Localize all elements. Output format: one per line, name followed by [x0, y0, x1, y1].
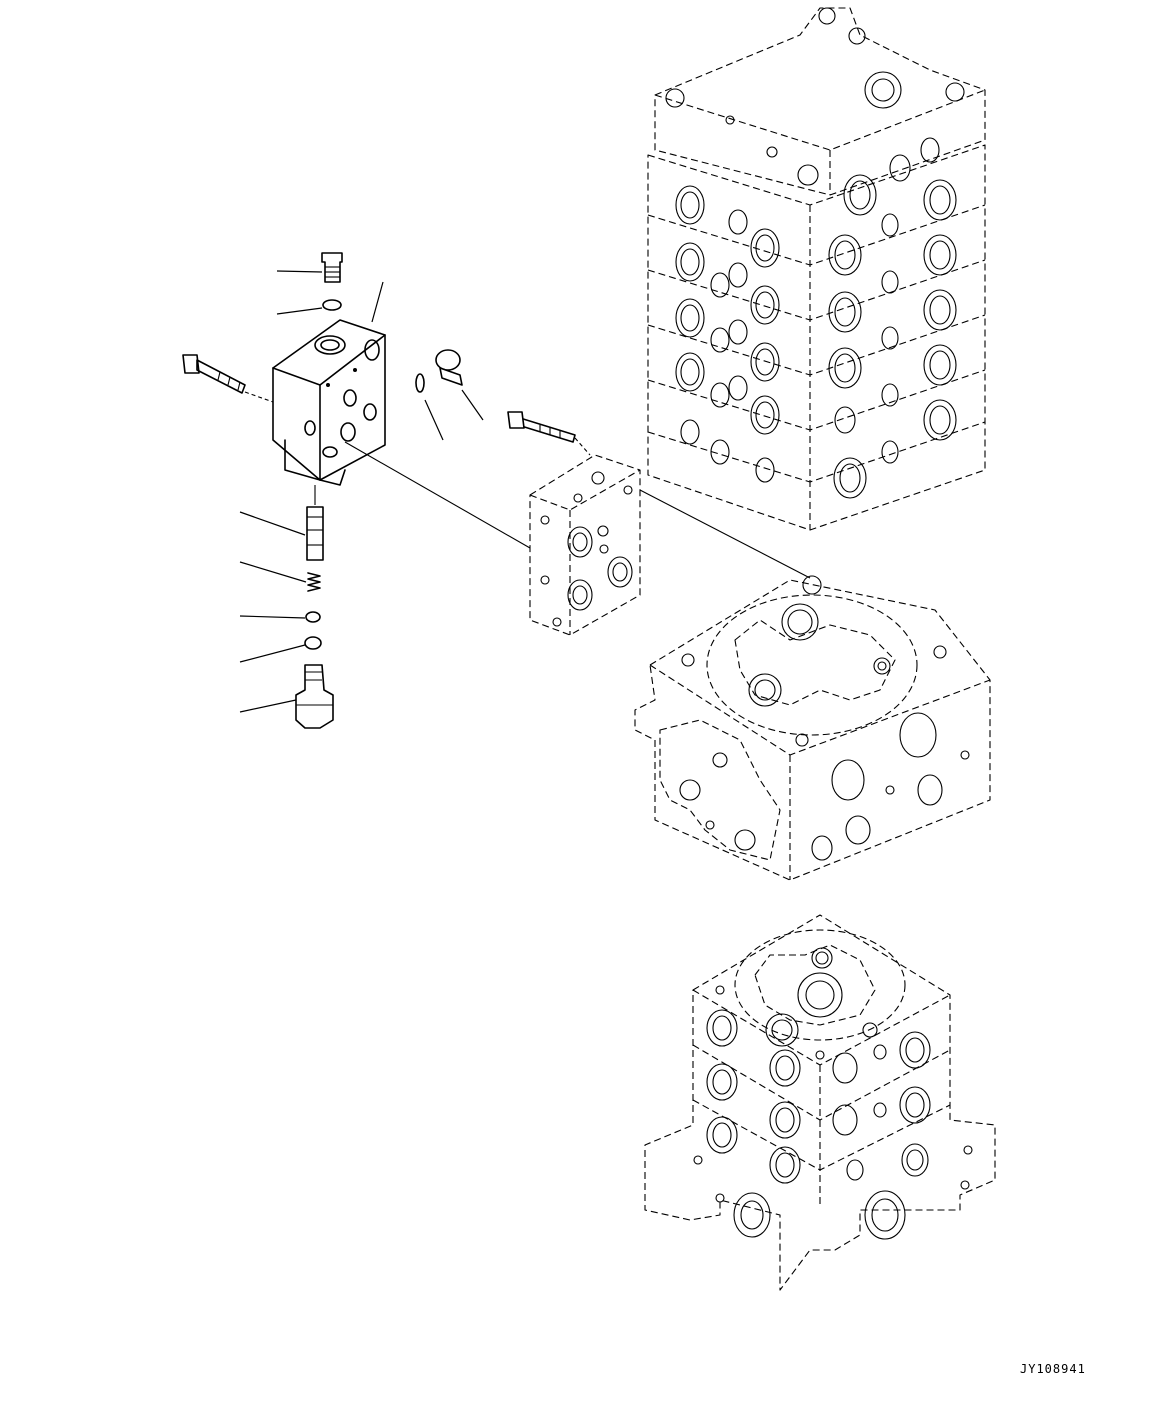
- relief-valve: [295, 664, 334, 729]
- leader-lines: [239, 270, 484, 713]
- drawing-code: JY108941: [1020, 1362, 1086, 1376]
- spring: [307, 572, 321, 592]
- top-plug: [321, 252, 343, 311]
- spool: [306, 506, 324, 561]
- section-plate: [529, 454, 641, 636]
- main-valve-stack-middle: [634, 575, 991, 881]
- o-ring: [305, 611, 321, 623]
- side-plug: [415, 349, 463, 393]
- backup-ring: [304, 636, 322, 650]
- main-valve-stack-lower: [644, 914, 996, 1291]
- valve-block: [272, 319, 386, 486]
- plate-bolt: [507, 411, 591, 456]
- main-valve-stack-upper: [647, 7, 986, 531]
- block-bolt: [182, 354, 274, 403]
